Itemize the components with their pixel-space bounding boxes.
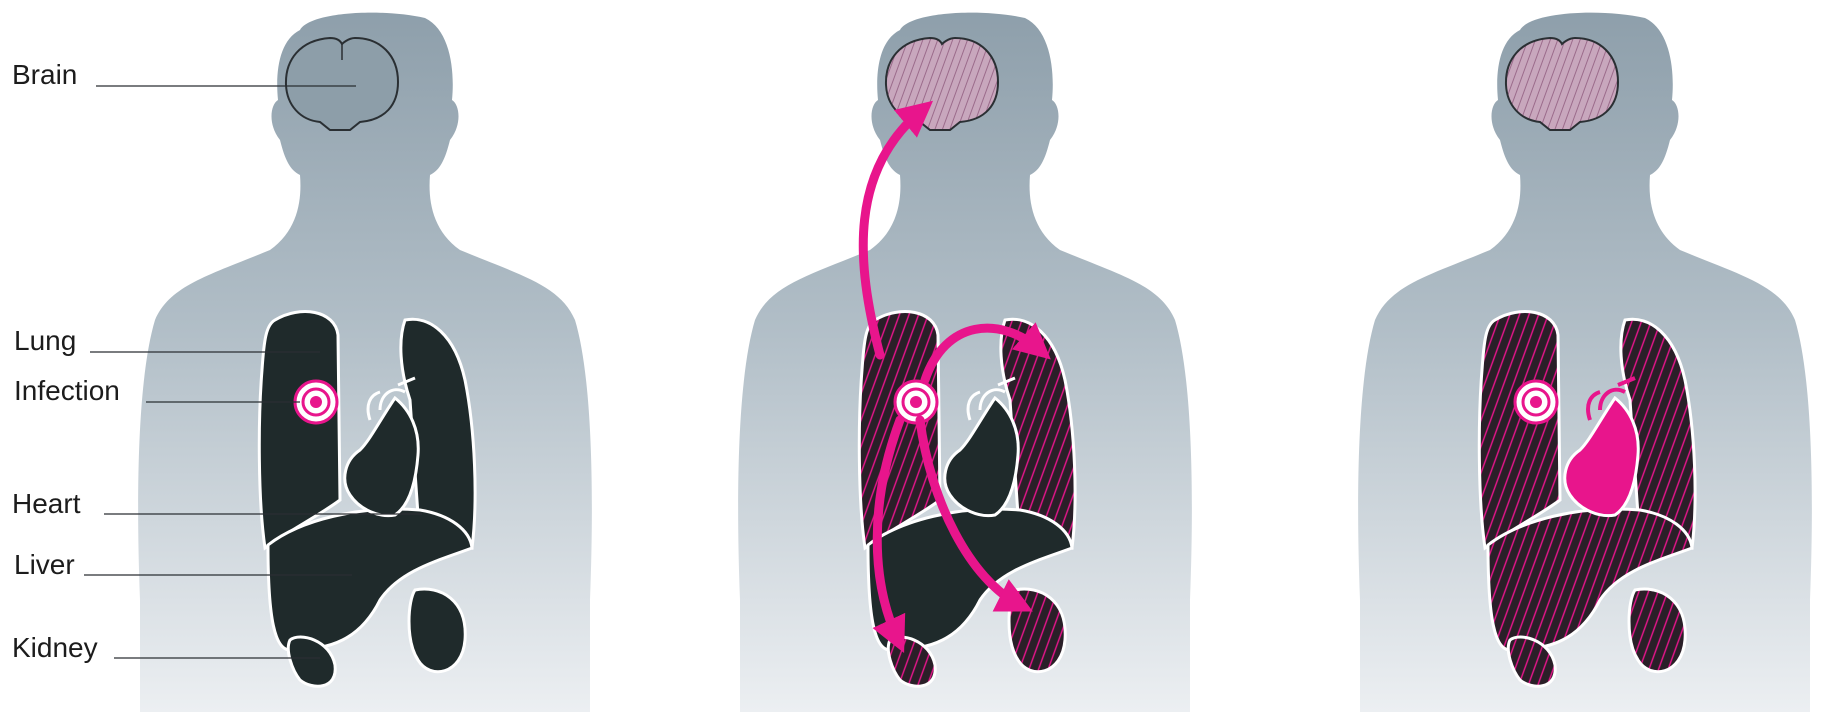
label-liver: Liver xyxy=(14,549,75,580)
panel-3-organ-failure xyxy=(1358,13,1812,712)
label-heart: Heart xyxy=(12,488,81,519)
infection-marker xyxy=(1515,381,1557,423)
label-lung: Lung xyxy=(14,325,76,356)
panel-1-healthy: Brain Lung Infection Heart Liver Kidney xyxy=(12,13,592,712)
panel-2-spreading xyxy=(738,13,1192,712)
label-infection: Infection xyxy=(14,375,120,406)
label-brain: Brain xyxy=(12,59,77,90)
brain-organ-affected xyxy=(886,38,998,130)
infection-marker xyxy=(295,381,337,423)
label-kidney: Kidney xyxy=(12,632,98,663)
brain-organ-affected xyxy=(1506,38,1618,130)
